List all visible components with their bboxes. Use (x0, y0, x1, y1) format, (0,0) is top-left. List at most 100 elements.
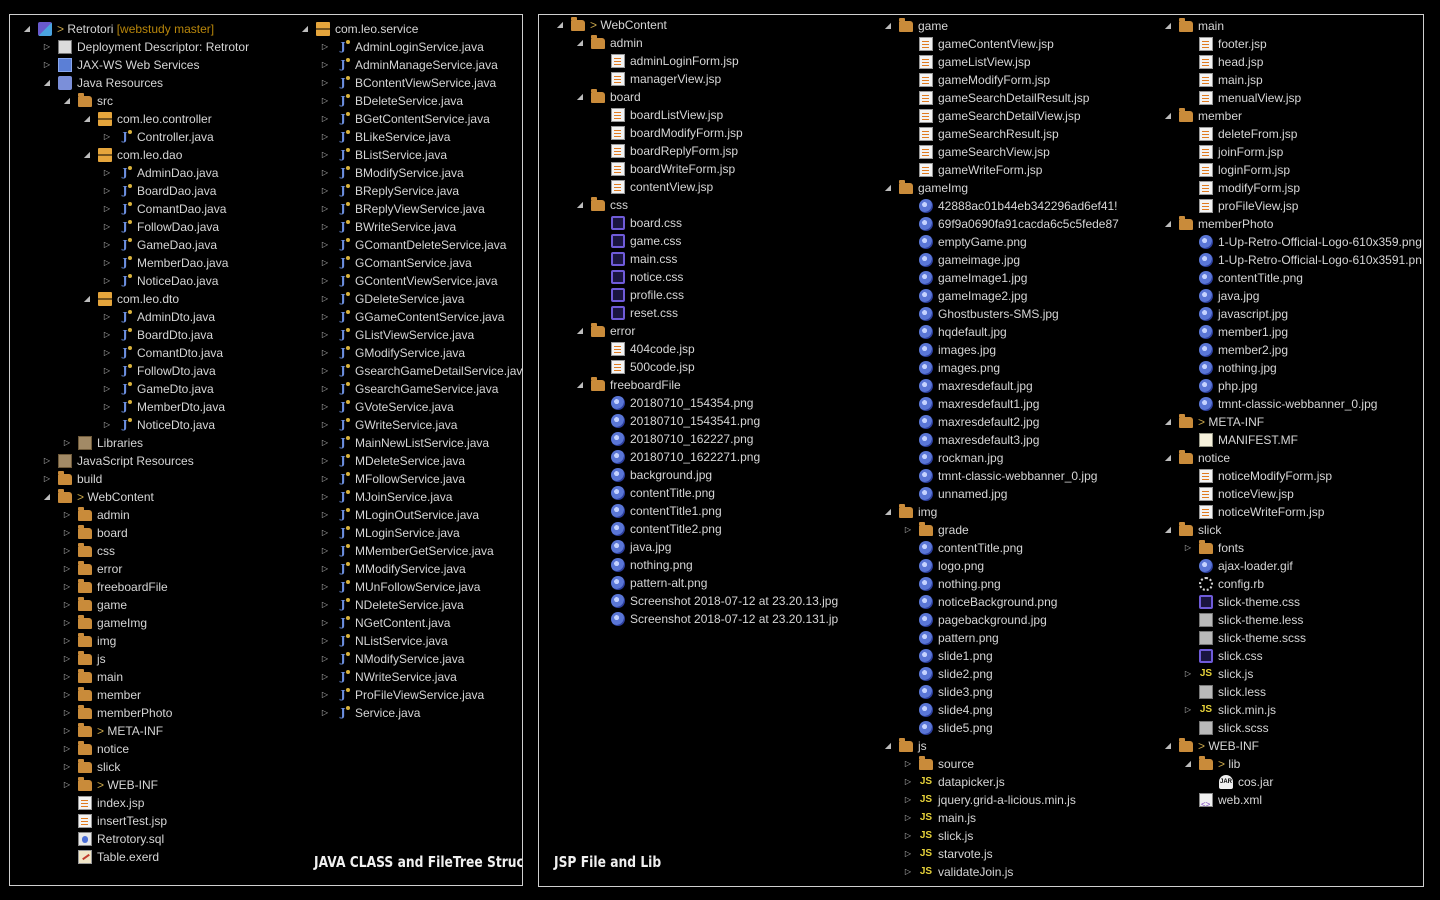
collapsed-triangle-icon[interactable]: ▷ (321, 366, 329, 375)
collapsed-triangle-icon[interactable]: ▷ (321, 348, 329, 357)
expanded-triangle-icon[interactable]: ◢ (576, 92, 584, 101)
collapsed-triangle-icon[interactable]: ▷ (63, 438, 71, 447)
collapsed-triangle-icon[interactable]: ▷ (63, 708, 71, 717)
expanded-triangle-icon[interactable]: ◢ (23, 24, 31, 33)
collapsed-triangle-icon[interactable]: ▷ (63, 582, 71, 591)
expanded-triangle-icon[interactable]: ◢ (43, 492, 51, 501)
collapsed-triangle-icon[interactable]: ▷ (321, 42, 329, 51)
collapsed-triangle-icon[interactable]: ▷ (904, 777, 912, 786)
collapsed-triangle-icon[interactable]: ▷ (43, 60, 51, 69)
collapsed-triangle-icon[interactable]: ▷ (63, 654, 71, 663)
collapsed-triangle-icon[interactable]: ▷ (321, 654, 329, 663)
collapsed-triangle-icon[interactable]: ▷ (321, 204, 329, 213)
collapsed-triangle-icon[interactable]: ▷ (1184, 705, 1192, 714)
collapsed-triangle-icon[interactable]: ▷ (321, 672, 329, 681)
collapsed-triangle-icon[interactable]: ▷ (321, 132, 329, 141)
collapsed-triangle-icon[interactable]: ▷ (103, 402, 111, 411)
collapsed-triangle-icon[interactable]: ▷ (321, 78, 329, 87)
expanded-triangle-icon[interactable]: ◢ (1164, 111, 1172, 120)
collapsed-triangle-icon[interactable]: ▷ (103, 204, 111, 213)
collapsed-triangle-icon[interactable]: ▷ (904, 831, 912, 840)
collapsed-triangle-icon[interactable]: ▷ (63, 618, 71, 627)
collapsed-triangle-icon[interactable]: ▷ (63, 690, 71, 699)
collapsed-triangle-icon[interactable]: ▷ (103, 168, 111, 177)
collapsed-triangle-icon[interactable]: ▷ (43, 42, 51, 51)
collapsed-triangle-icon[interactable]: ▷ (321, 240, 329, 249)
collapsed-triangle-icon[interactable]: ▷ (321, 636, 329, 645)
collapsed-triangle-icon[interactable]: ▷ (321, 312, 329, 321)
collapsed-triangle-icon[interactable]: ▷ (321, 492, 329, 501)
collapsed-triangle-icon[interactable]: ▷ (103, 222, 111, 231)
collapsed-triangle-icon[interactable]: ▷ (1184, 669, 1192, 678)
expanded-triangle-icon[interactable]: ◢ (83, 150, 91, 159)
collapsed-triangle-icon[interactable]: ▷ (321, 114, 329, 123)
expanded-triangle-icon[interactable]: ◢ (576, 200, 584, 209)
collapsed-triangle-icon[interactable]: ▷ (904, 525, 912, 534)
collapsed-triangle-icon[interactable]: ▷ (63, 510, 71, 519)
collapsed-triangle-icon[interactable]: ▷ (321, 60, 329, 69)
collapsed-triangle-icon[interactable]: ▷ (43, 474, 51, 483)
collapsed-triangle-icon[interactable]: ▷ (321, 582, 329, 591)
collapsed-triangle-icon[interactable]: ▷ (63, 636, 71, 645)
collapsed-triangle-icon[interactable]: ▷ (321, 222, 329, 231)
collapsed-triangle-icon[interactable]: ▷ (321, 276, 329, 285)
collapsed-triangle-icon[interactable]: ▷ (103, 312, 111, 321)
collapsed-triangle-icon[interactable]: ▷ (63, 726, 71, 735)
collapsed-triangle-icon[interactable]: ▷ (103, 384, 111, 393)
collapsed-triangle-icon[interactable]: ▷ (63, 564, 71, 573)
collapsed-triangle-icon[interactable]: ▷ (904, 867, 912, 876)
expanded-triangle-icon[interactable]: ◢ (1164, 741, 1172, 750)
collapsed-triangle-icon[interactable]: ▷ (321, 618, 329, 627)
collapsed-triangle-icon[interactable]: ▷ (103, 132, 111, 141)
collapsed-triangle-icon[interactable]: ▷ (321, 564, 329, 573)
collapsed-triangle-icon[interactable]: ▷ (63, 600, 71, 609)
expanded-triangle-icon[interactable]: ◢ (1164, 219, 1172, 228)
expanded-triangle-icon[interactable]: ◢ (884, 507, 892, 516)
collapsed-triangle-icon[interactable]: ▷ (43, 456, 51, 465)
collapsed-triangle-icon[interactable]: ▷ (904, 795, 912, 804)
collapsed-triangle-icon[interactable]: ▷ (103, 240, 111, 249)
collapsed-triangle-icon[interactable]: ▷ (321, 258, 329, 267)
collapsed-triangle-icon[interactable]: ▷ (321, 330, 329, 339)
collapsed-triangle-icon[interactable]: ▷ (321, 150, 329, 159)
collapsed-triangle-icon[interactable]: ▷ (63, 744, 71, 753)
collapsed-triangle-icon[interactable]: ▷ (321, 384, 329, 393)
expanded-triangle-icon[interactable]: ◢ (1164, 453, 1172, 462)
collapsed-triangle-icon[interactable]: ▷ (321, 600, 329, 609)
collapsed-triangle-icon[interactable]: ▷ (321, 528, 329, 537)
collapsed-triangle-icon[interactable]: ▷ (321, 510, 329, 519)
collapsed-triangle-icon[interactable]: ▷ (321, 474, 329, 483)
expanded-triangle-icon[interactable]: ◢ (556, 20, 564, 29)
expanded-triangle-icon[interactable]: ◢ (1164, 417, 1172, 426)
expanded-triangle-icon[interactable]: ◢ (1164, 21, 1172, 30)
collapsed-triangle-icon[interactable]: ▷ (63, 546, 71, 555)
expanded-triangle-icon[interactable]: ◢ (884, 741, 892, 750)
collapsed-triangle-icon[interactable]: ▷ (904, 849, 912, 858)
collapsed-triangle-icon[interactable]: ▷ (103, 186, 111, 195)
expanded-triangle-icon[interactable]: ◢ (63, 96, 71, 105)
expanded-triangle-icon[interactable]: ◢ (83, 294, 91, 303)
collapsed-triangle-icon[interactable]: ▷ (103, 276, 111, 285)
expanded-triangle-icon[interactable]: ◢ (43, 78, 51, 87)
collapsed-triangle-icon[interactable]: ▷ (103, 420, 111, 429)
collapsed-triangle-icon[interactable]: ▷ (321, 546, 329, 555)
collapsed-triangle-icon[interactable]: ▷ (321, 708, 329, 717)
collapsed-triangle-icon[interactable]: ▷ (321, 420, 329, 429)
expanded-triangle-icon[interactable]: ◢ (301, 24, 309, 33)
collapsed-triangle-icon[interactable]: ▷ (103, 348, 111, 357)
collapsed-triangle-icon[interactable]: ▷ (904, 759, 912, 768)
collapsed-triangle-icon[interactable]: ▷ (1184, 543, 1192, 552)
expanded-triangle-icon[interactable]: ◢ (1164, 525, 1172, 534)
collapsed-triangle-icon[interactable]: ▷ (321, 402, 329, 411)
collapsed-triangle-icon[interactable]: ▷ (321, 456, 329, 465)
collapsed-triangle-icon[interactable]: ▷ (321, 294, 329, 303)
collapsed-triangle-icon[interactable]: ▷ (103, 366, 111, 375)
collapsed-triangle-icon[interactable]: ▷ (321, 186, 329, 195)
collapsed-triangle-icon[interactable]: ▷ (321, 438, 329, 447)
expanded-triangle-icon[interactable]: ◢ (884, 21, 892, 30)
expanded-triangle-icon[interactable]: ◢ (83, 114, 91, 123)
collapsed-triangle-icon[interactable]: ▷ (63, 762, 71, 771)
expanded-triangle-icon[interactable]: ◢ (576, 326, 584, 335)
collapsed-triangle-icon[interactable]: ▷ (63, 672, 71, 681)
expanded-triangle-icon[interactable]: ◢ (576, 38, 584, 47)
